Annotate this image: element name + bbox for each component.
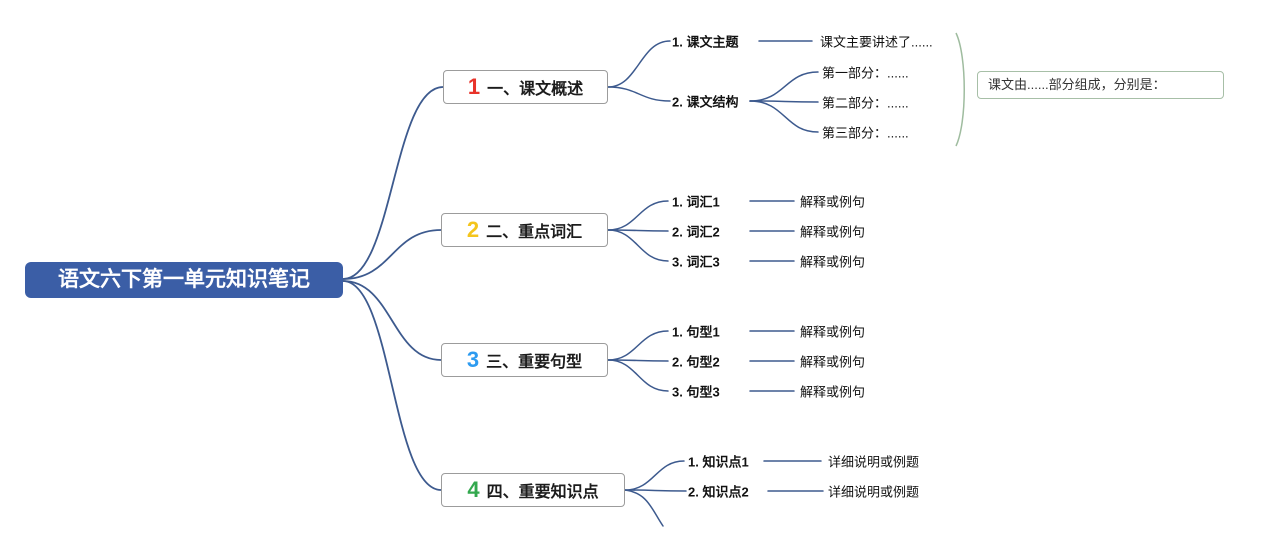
subtopic-text[interactable]: 1. 知识点1 bbox=[688, 454, 749, 470]
leaf-text[interactable]: 解释或例句 bbox=[800, 384, 866, 400]
subtopic-text-structure[interactable]: 2. 课文结构 bbox=[672, 94, 739, 110]
branch-node-overview[interactable]: 1 一、课文概述 bbox=[443, 70, 608, 104]
branch-label: 四、重要知识点 bbox=[486, 484, 599, 501]
leaf-text[interactable]: 课文主要讲述了...... bbox=[820, 34, 933, 50]
subtopic-text-theme[interactable]: 1. 课文主题 bbox=[672, 34, 739, 50]
subtopic-text[interactable]: 3. 句型3 bbox=[672, 384, 720, 400]
root-node[interactable]: 语文六下第一单元知识笔记 bbox=[25, 262, 343, 298]
leaf-text[interactable]: 解释或例句 bbox=[800, 224, 866, 240]
leaf-text[interactable]: 解释或例句 bbox=[800, 324, 866, 340]
leaf-text[interactable]: 第一部分：...... bbox=[822, 65, 909, 81]
branch-label: 二、重点词汇 bbox=[486, 224, 583, 241]
leaf-text[interactable]: 详细说明或例题 bbox=[828, 454, 920, 470]
leaf-text[interactable]: 第二部分：...... bbox=[822, 95, 909, 111]
branch-node-sentence-patterns[interactable]: 3 三、重要句型 bbox=[441, 343, 608, 377]
branch-number: 1 bbox=[467, 74, 481, 99]
branch-node-vocabulary[interactable]: 2 二、重点词汇 bbox=[441, 213, 608, 247]
branch-label: 一、课文概述 bbox=[487, 81, 584, 98]
branch-number: 2 bbox=[466, 217, 480, 242]
branch-label: 三、重要句型 bbox=[486, 354, 583, 371]
leaf-text[interactable]: 详细说明或例题 bbox=[828, 484, 920, 500]
branch-number: 4 bbox=[467, 477, 480, 502]
branch-node-knowledge-points[interactable]: 4 四、重要知识点 bbox=[441, 473, 625, 507]
subtopic-text[interactable]: 2. 句型2 bbox=[672, 354, 720, 370]
leaf-text[interactable]: 第三部分：...... bbox=[822, 125, 909, 141]
leaf-text[interactable]: 解释或例句 bbox=[800, 254, 866, 270]
annotation-box[interactable]: 课文由......部分组成，分别是： bbox=[977, 71, 1224, 99]
root-branch-curves bbox=[342, 86, 444, 491]
group-brace bbox=[955, 32, 965, 147]
subtopic-text[interactable]: 2. 词汇2 bbox=[672, 224, 720, 240]
subtopic-text[interactable]: 1. 词汇1 bbox=[672, 194, 720, 210]
branch-number: 3 bbox=[466, 347, 480, 372]
subtopic-text[interactable]: 3. 词汇3 bbox=[672, 254, 720, 270]
leaf-text[interactable]: 解释或例句 bbox=[800, 194, 866, 210]
subtopic-text[interactable]: 1. 句型1 bbox=[672, 324, 720, 340]
subtopic-text[interactable]: 2. 知识点2 bbox=[688, 484, 749, 500]
leaf-text[interactable]: 解释或例句 bbox=[800, 354, 866, 370]
